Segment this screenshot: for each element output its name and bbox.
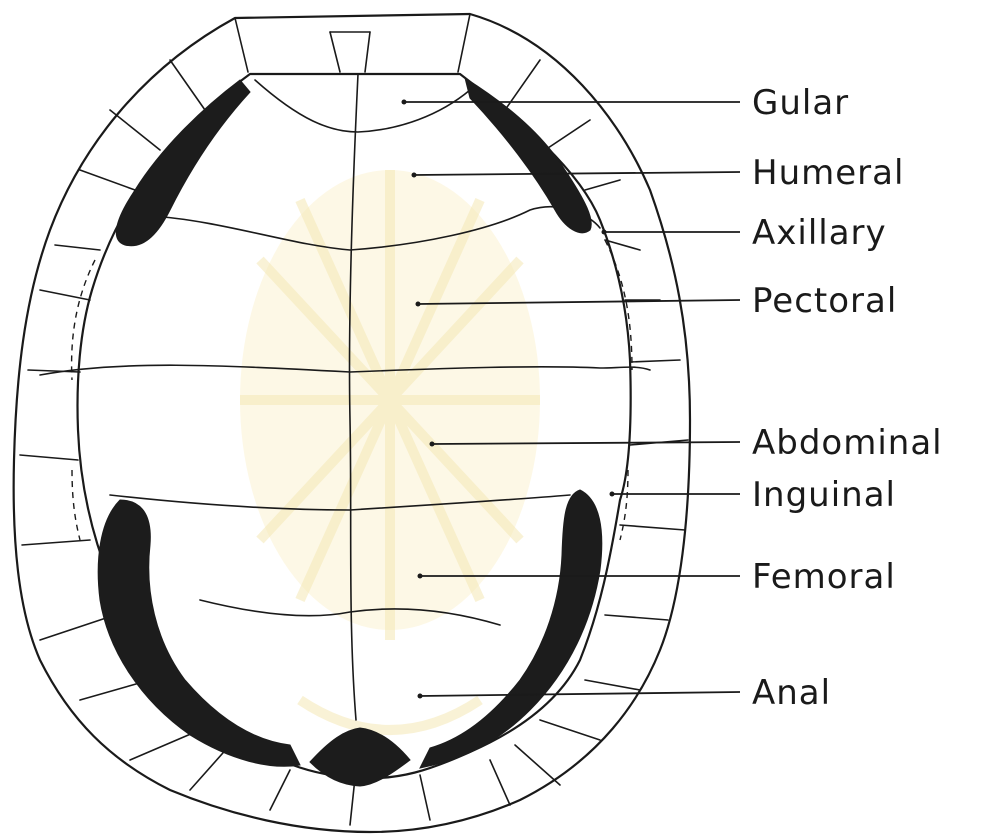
scute-labels: Gular Humeral Axillary Pectoral Abdomina… (752, 83, 943, 713)
leader-anal (420, 692, 740, 696)
watermark-emblem (240, 170, 540, 730)
label-axillary: Axillary (752, 213, 887, 253)
label-humeral: Humeral (752, 153, 904, 193)
left-axillary-notch (116, 80, 250, 246)
label-femoral: Femoral (752, 557, 896, 597)
left-inguinal-notch (98, 500, 300, 766)
label-inguinal: Inguinal (752, 475, 896, 515)
label-gular: Gular (752, 83, 849, 123)
leader-humeral (414, 172, 740, 175)
label-abdominal: Abdominal (752, 423, 943, 463)
label-anal: Anal (752, 673, 831, 713)
label-pectoral: Pectoral (752, 281, 897, 321)
